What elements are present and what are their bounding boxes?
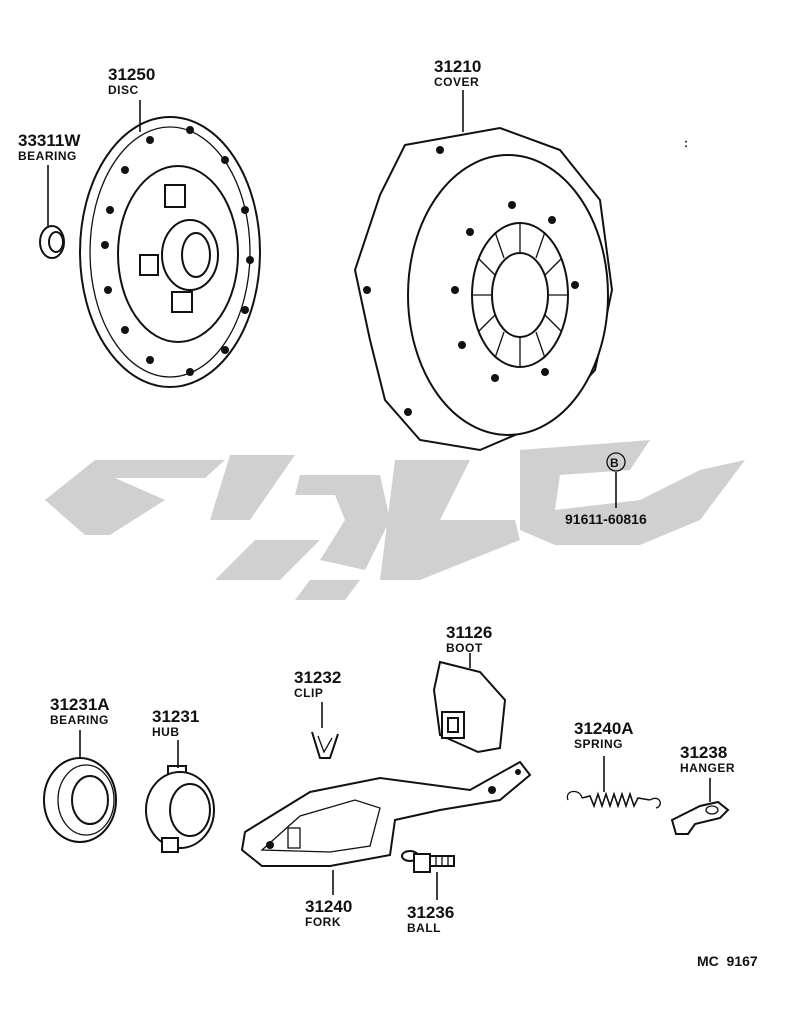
part-name-ball: BALL [407, 921, 441, 935]
clutch-disc-drawing [79, 116, 261, 388]
part-number-ball: 31236 [407, 903, 454, 922]
fork-drawing [240, 760, 532, 867]
part-name-clip: CLIP [294, 686, 323, 700]
clutch-cover-drawing [353, 126, 614, 452]
spring-drawing [566, 790, 661, 809]
hanger-drawing [670, 800, 730, 835]
part-number-release-bearing: 31231A [50, 695, 110, 714]
part-number-pilot-bearing: 33311W [18, 131, 81, 150]
part-number-hub: 31231 [152, 707, 199, 726]
svg-text::: : [684, 136, 689, 150]
pilot-bearing-drawing [39, 225, 65, 259]
part-number-spring: 31240A [574, 719, 634, 738]
part-number-cover: 31210 [434, 57, 481, 76]
part-number-boot: 31126 [446, 623, 492, 642]
bolt-marker-circle [606, 452, 626, 472]
part-name-fork: FORK [305, 915, 341, 929]
part-number-disc: 31250 [108, 65, 155, 84]
part-name-release-bearing: BEARING [50, 713, 109, 727]
part-number-fork: 31240 [305, 897, 352, 916]
part-number-bolt: 91611-60816 [565, 511, 647, 527]
part-name-cover: COVER [434, 75, 479, 89]
watermark-logo-icon [45, 440, 745, 600]
bolt-marker-letter: B [610, 456, 619, 470]
release-bearing-drawing [43, 757, 117, 843]
boot-drawing [432, 660, 507, 754]
clip-drawing [311, 731, 339, 759]
part-name-boot: BOOT [446, 641, 483, 655]
hub-drawing [145, 765, 215, 853]
part-name-spring: SPRING [574, 737, 623, 751]
part-name-disc: DISC [108, 83, 139, 97]
part-number-hanger: 31238 [680, 743, 727, 762]
part-name-pilot-bearing: BEARING [18, 149, 77, 163]
part-number-clip: 31232 [294, 668, 341, 687]
diagram-code: MC 9167 [697, 953, 758, 969]
ball-drawing [401, 850, 455, 873]
part-name-hanger: HANGER [680, 761, 735, 775]
part-name-hub: HUB [152, 725, 180, 739]
